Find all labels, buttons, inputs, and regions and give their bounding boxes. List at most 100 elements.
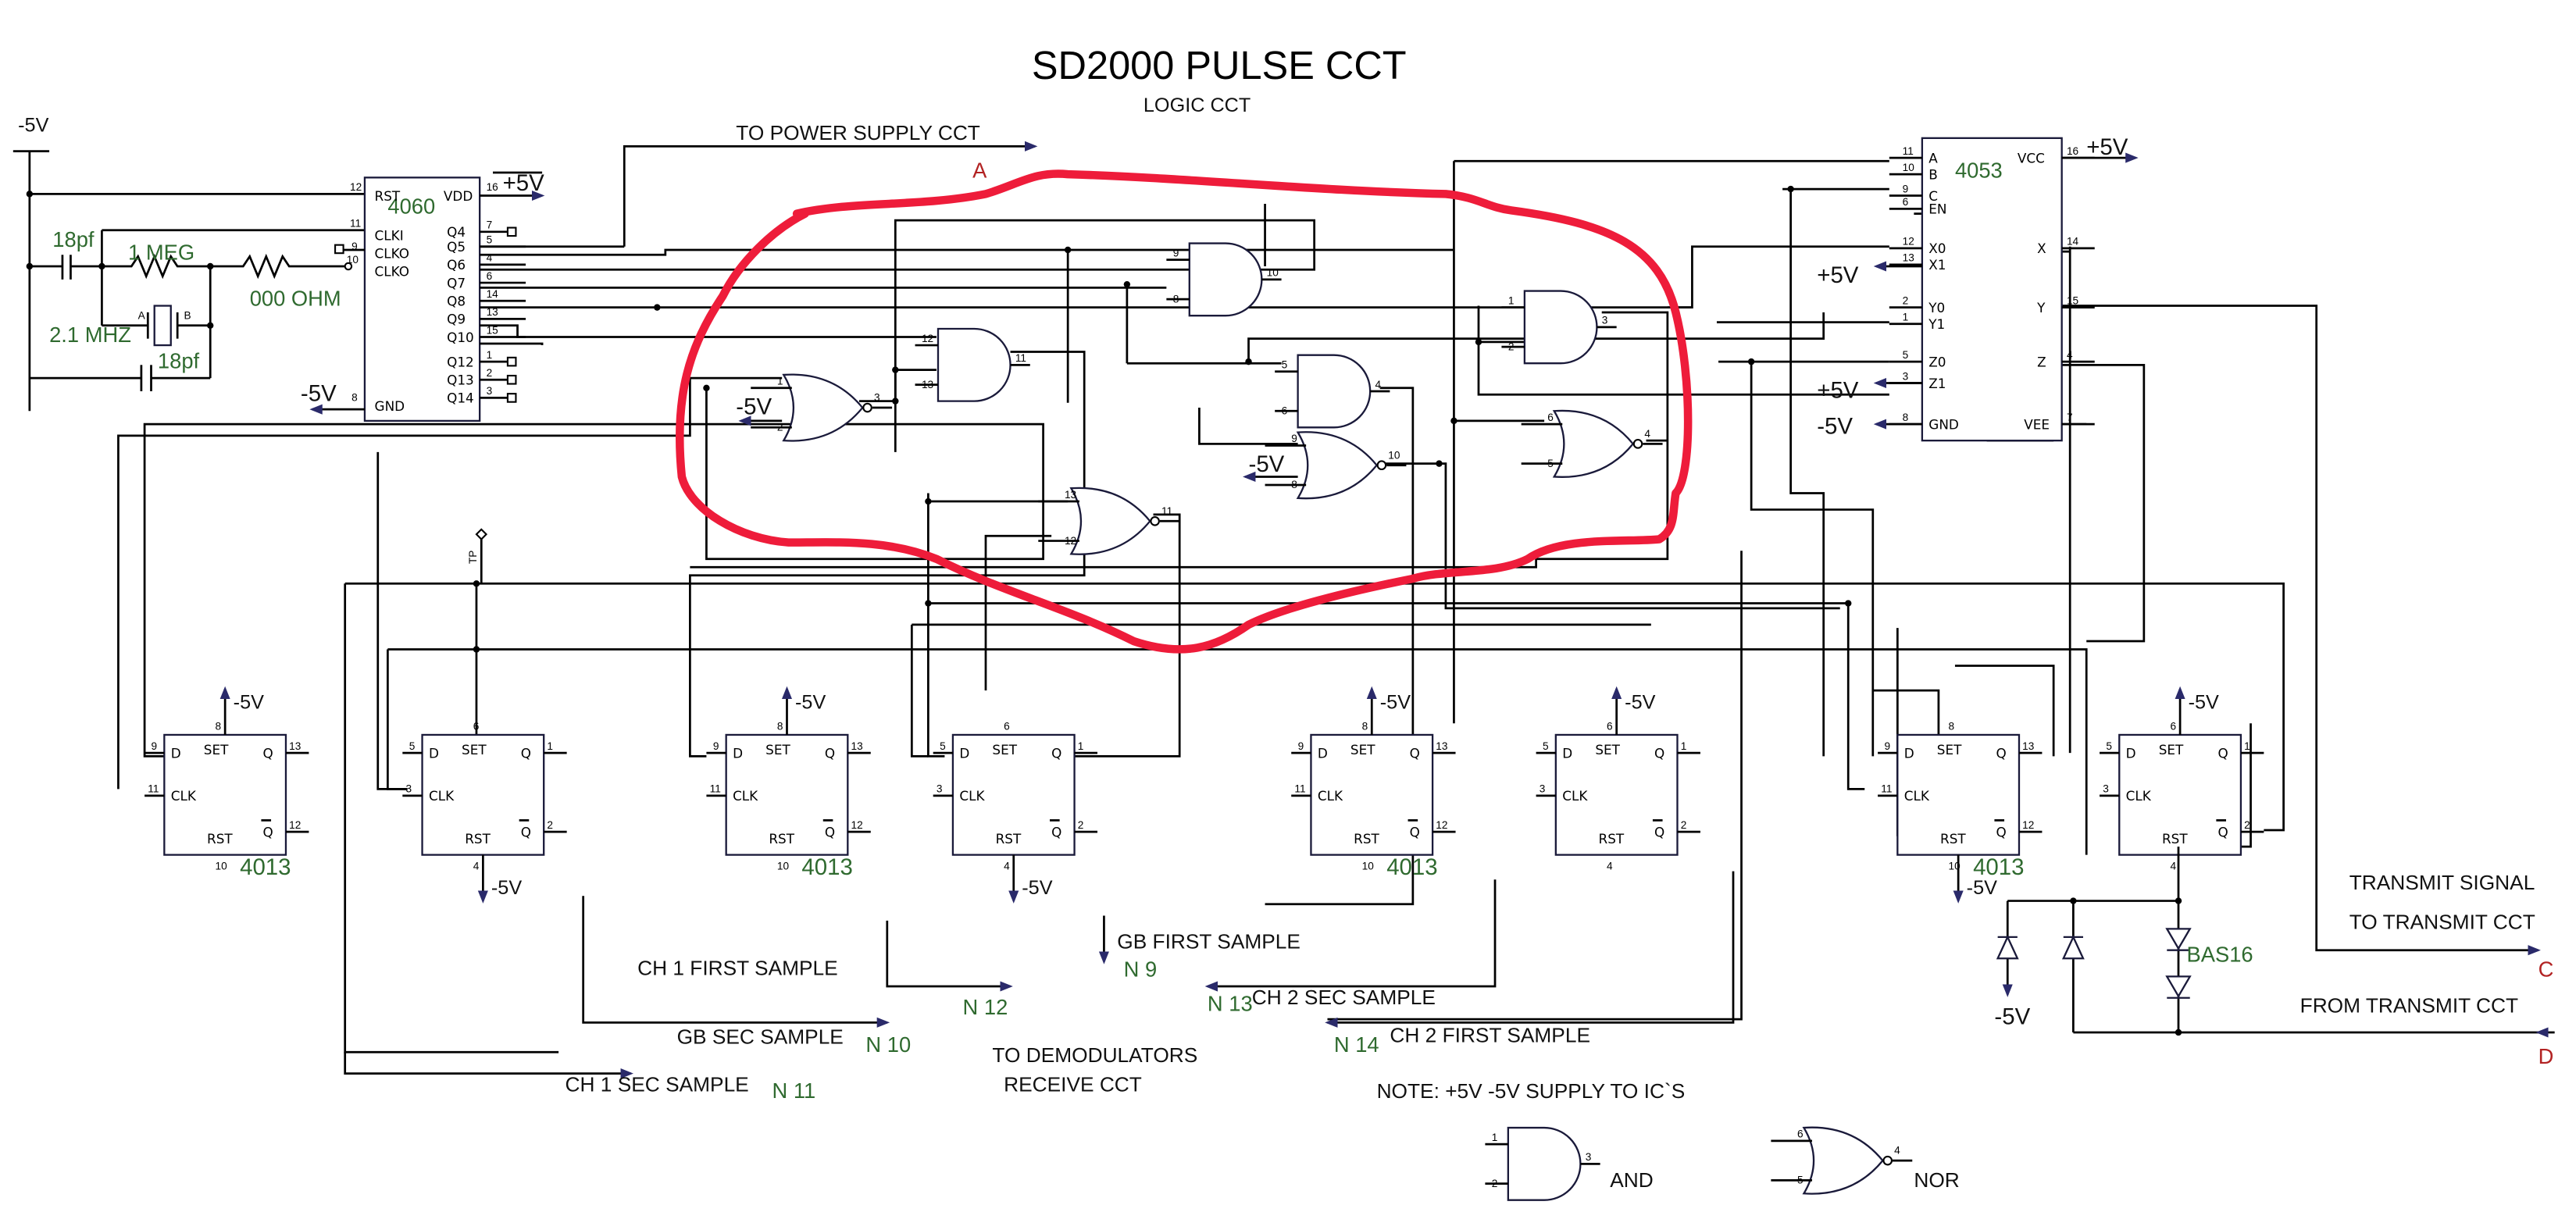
pin-label: CLK (959, 788, 985, 804)
pin-number: 11 (1903, 145, 1914, 157)
pin-label: CLK (1904, 788, 1930, 804)
pin-label: Q (1654, 824, 1664, 840)
oscillator-section: -5V 18pf 1 MEG 000 OHM A B 2.1 MHZ (12, 114, 365, 412)
sample-label: GB SEC SAMPLE (677, 1025, 844, 1049)
ic-4053: 4053 A11B10C9EN6X012X113Y02Y11Z05Z13GND8… (1817, 134, 2139, 442)
pin-label: Q9 (447, 312, 466, 327)
pin-number: 11 (350, 217, 361, 229)
pin-number: 5 (487, 234, 493, 246)
pin-number: 1 (1078, 740, 1084, 752)
pin-label: Q (825, 824, 835, 840)
pin-label: D (429, 745, 439, 761)
pin-label: Q (1051, 745, 1061, 761)
legend-nor-label: NOR (1914, 1168, 1959, 1192)
gate-neg-supply: -5V (1249, 451, 1285, 477)
gnd-supply: -5V (1817, 414, 1853, 440)
pin-label: SET (1937, 742, 1962, 758)
pin-number: 15 (487, 324, 499, 336)
to-power-supply-label: TO POWER SUPPLY CCT (736, 121, 980, 144)
pin-number: 8 (1903, 412, 1909, 423)
pin-label: RST (207, 831, 233, 847)
diode-value: BAS16 (2187, 942, 2253, 966)
pin-number: 10 (777, 861, 790, 872)
pin-label: SET (992, 742, 1017, 758)
pin-label: Q8 (447, 294, 466, 309)
pin-number: 5 (1903, 349, 1909, 361)
inverter-bubble (1632, 439, 1643, 449)
pin-label: Q (521, 824, 531, 840)
pin-label: Q (263, 745, 273, 761)
ic-4053-vcc-supply: +5V (2086, 134, 2128, 160)
pin-label: VCC (2018, 150, 2045, 166)
sample-label: CH 2 FIRST SAMPLE (1390, 1024, 1590, 1047)
gate-pin: 11 (1015, 352, 1026, 364)
pin-label: Q4 (447, 224, 466, 240)
pin-label: X (2037, 241, 2046, 256)
pin-number: 9 (1885, 740, 1891, 752)
pin-number: 2 (547, 819, 553, 831)
ic-4060-vdd-supply: +5V (503, 170, 545, 196)
pin-label: D (2126, 745, 2136, 761)
pin-label: Y (2036, 300, 2046, 316)
pin-label: RST (769, 831, 794, 847)
res1-value: 1 MEG (128, 241, 194, 265)
pin-label: Q (1996, 824, 2007, 840)
pin-number: 7 (487, 219, 493, 231)
pin-number: 2 (2244, 819, 2250, 831)
pin-label: RST (1940, 831, 1966, 847)
and-gate-body (1188, 242, 1263, 317)
gate-pin: 4 (1644, 428, 1650, 440)
nor-gate: 123 (751, 373, 893, 442)
set-supply-label: -5V (1625, 691, 1655, 713)
pin-label: Q6 (447, 257, 466, 273)
pin-label: Y1 (1928, 316, 1945, 332)
inverter-bubble (1882, 1155, 1893, 1166)
pin-number: 3 (406, 783, 412, 795)
pin-number: 5 (409, 740, 416, 752)
pin-number: 3 (1540, 783, 1546, 795)
pin-label: Q (2217, 745, 2228, 761)
marker-c: C (2539, 957, 2554, 981)
demodulators-label: TO DEMODULATORS (992, 1043, 1197, 1067)
transmit-section: -5V BAS16 TRANSMIT SIGNAL TO TRANSMIT CC… (1994, 847, 2555, 1068)
pin-number: 6 (473, 721, 480, 733)
pin-label: A (1928, 150, 1938, 166)
pin-label: RST (2162, 831, 2188, 847)
pin-label: Q10 (447, 330, 474, 345)
pin-label: GND (375, 398, 405, 414)
gate-pin: 4 (1375, 379, 1381, 390)
pin-number: 4 (473, 861, 480, 872)
pin-number: 1 (487, 349, 493, 361)
nor-gate-body (1296, 431, 1379, 500)
pin-label: SET (1350, 742, 1375, 758)
no-connect-marker (506, 226, 517, 237)
pin-number: 2 (1681, 819, 1687, 831)
rst-supply-label: -5V (1967, 877, 1997, 899)
pin-number: 12 (1436, 819, 1447, 831)
net-label: N 10 (865, 1032, 911, 1057)
gate-pin: 10 (1267, 267, 1279, 279)
flip-flop-label: 4013 (240, 854, 291, 880)
pin-label: X0 (1928, 241, 1946, 256)
pin-number: 6 (487, 270, 493, 282)
pin-number: 16 (2067, 145, 2078, 157)
pin-label: RST (375, 188, 401, 204)
pin-label: SET (765, 742, 790, 758)
gate-pin: 13 (1065, 489, 1076, 501)
flip-flop-label: 4013 (1973, 854, 2024, 880)
from-transmit-cct-label: FROM TRANSMIT CCT (2300, 994, 2518, 1018)
rst-supply-label: -5V (1022, 877, 1052, 899)
pin-label: GND (1928, 416, 1959, 432)
supply-note: NOTE: +5V -5V SUPPLY TO IC`S (1377, 1079, 1686, 1103)
test-point-label: TP (467, 551, 479, 564)
highlight-loop (675, 169, 1693, 654)
